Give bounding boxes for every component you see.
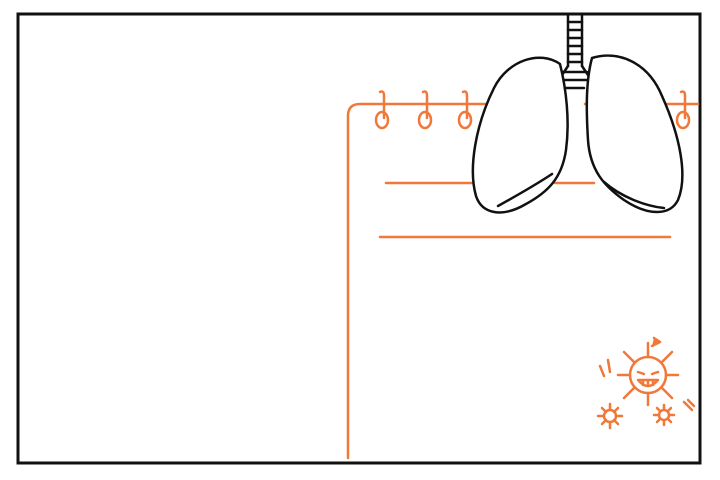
binder-ring — [417, 90, 433, 130]
lungs-icon — [471, 12, 684, 214]
outer-frame — [16, 12, 702, 465]
binder-rings — [374, 90, 691, 130]
germ-icon — [598, 336, 696, 412]
small-germ-icon — [596, 402, 676, 430]
binder-ring — [457, 90, 473, 130]
binder-ring — [374, 90, 390, 130]
binder-ring — [675, 90, 691, 130]
ruled-lines — [378, 181, 672, 239]
